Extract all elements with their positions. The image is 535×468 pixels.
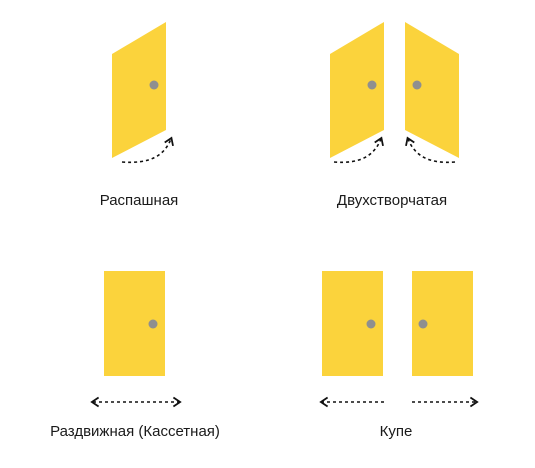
coupe-door-icon <box>319 271 479 408</box>
door-knob <box>148 319 158 329</box>
right-door-knob <box>412 80 422 90</box>
swing-arrow <box>121 136 174 164</box>
left-door-knob <box>366 319 376 329</box>
door-knob <box>149 80 159 90</box>
caption-double: Двухстворчатая <box>336 192 448 209</box>
left-door-knob <box>367 80 377 90</box>
right-swing-arrow <box>405 136 456 164</box>
right-door-knob <box>418 319 428 329</box>
right-door-leaf <box>405 22 459 158</box>
caption-swing: Распашная <box>99 192 179 209</box>
caption-sliding: Раздвижная (Кассетная) <box>50 423 220 440</box>
sliding-door-icon <box>90 271 182 408</box>
caption-coupe: Купе <box>379 423 413 440</box>
single-swing-door-icon <box>112 22 174 164</box>
door-leaf <box>112 22 166 158</box>
left-swing-arrow <box>333 136 384 164</box>
double-swing-door-icon <box>330 22 459 164</box>
left-door-leaf <box>330 22 384 158</box>
